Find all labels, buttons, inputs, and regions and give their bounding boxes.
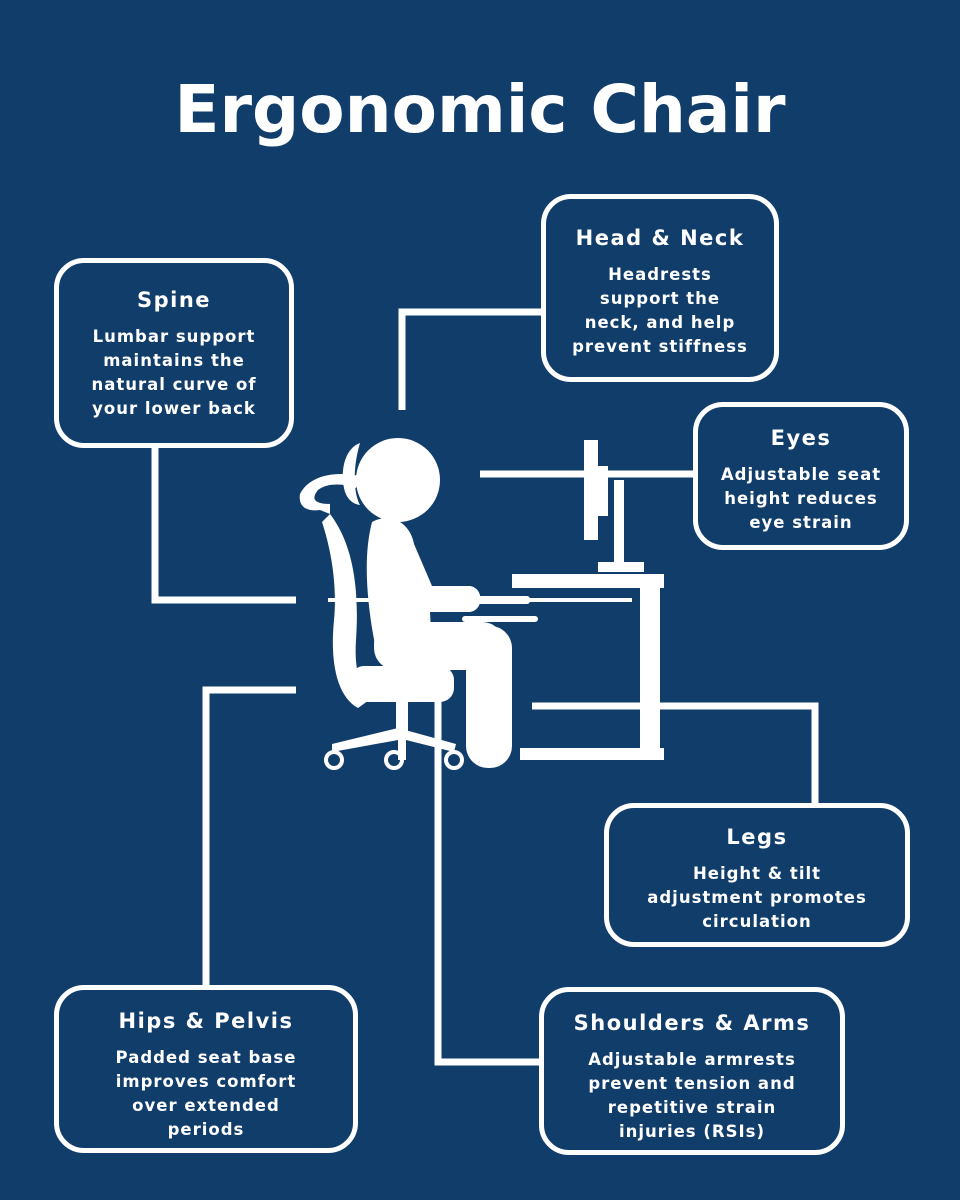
torso-icon [366, 518, 481, 650]
caster-left-icon [324, 750, 344, 770]
monitor-base-icon [598, 562, 644, 572]
seat-icon [350, 666, 454, 702]
callout-shoulders-arms: Shoulders & Arms Adjustable armrests pre… [539, 987, 845, 1155]
desk-top-icon [512, 574, 664, 588]
caster-center-icon [384, 750, 404, 770]
callout-hips-pelvis: Hips & Pelvis Padded seat base improves … [54, 985, 358, 1153]
ergonomic-chair-person-desk-monitor-icon [299, 438, 664, 770]
callout-spine: Spine Lumbar support maintains the natur… [54, 258, 294, 448]
connector-hips-pelvis [202, 686, 296, 988]
desk-foot-icon [520, 748, 664, 760]
connector-shoulders-arms [434, 680, 542, 1066]
connector-head-neck [398, 308, 545, 410]
connector-spine [151, 445, 296, 604]
callout-heading: Eyes [770, 426, 832, 450]
head-icon [356, 438, 440, 522]
monitor-stand-icon [614, 480, 624, 564]
callout-heading: Hips & Pelvis [118, 1009, 294, 1033]
desk-leg-icon [640, 588, 660, 758]
shin-icon [466, 626, 512, 768]
callout-body: Lumbar support maintains the natural cur… [91, 327, 257, 418]
callout-head-neck: Head & Neck Headrests support the neck, … [541, 194, 779, 382]
headrest-icon [342, 443, 360, 505]
chair-base-icon [332, 728, 456, 760]
page-title: Ergonomic Chair [174, 71, 786, 148]
callout-legs: Legs Height & tilt adjustment promotes c… [604, 803, 910, 947]
callout-body: Padded seat base improves comfort over e… [115, 1048, 297, 1139]
connector-legs [532, 702, 819, 805]
callout-heading: Shoulders & Arms [573, 1011, 811, 1035]
callout-heading: Spine [136, 288, 212, 312]
chair-column-icon [396, 702, 408, 736]
callout-body: Height & tilt adjustment promotes circul… [647, 864, 867, 931]
caster-right-icon [444, 750, 464, 770]
callout-heading: Head & Neck [575, 226, 745, 250]
monitor-screen-icon [584, 440, 598, 540]
callout-body: Headrests support the neck, and help pre… [572, 265, 748, 356]
callout-body: Adjustable armrests prevent tension and … [588, 1050, 796, 1141]
callout-eyes: Eyes Adjustable seat height reduces eye … [693, 402, 909, 550]
callout-body: Adjustable seat height reduces eye strai… [720, 465, 882, 532]
callout-heading: Legs [726, 825, 788, 849]
backrest-icon [322, 514, 372, 708]
